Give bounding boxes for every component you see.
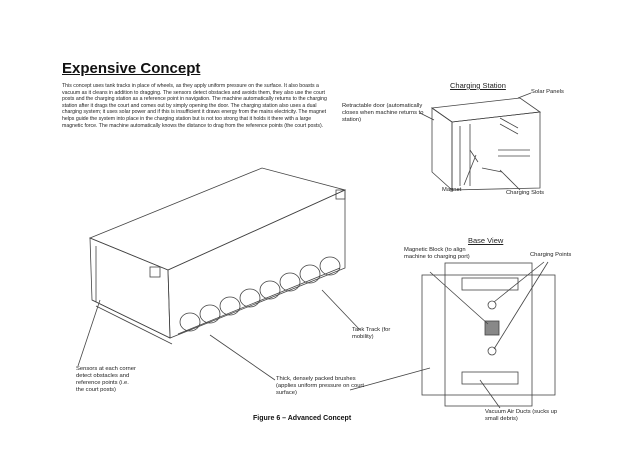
brushes-label: Thick, densely packed brushes (applies u… — [276, 376, 364, 396]
charging-station-heading: Charging Station — [450, 81, 506, 90]
charging-points-label: Charging Points — [530, 252, 572, 258]
concept-description: This concept uses tank tracks in place o… — [62, 83, 327, 129]
tank-track-label: Tank Track (for mobility) — [352, 327, 391, 340]
machine-sketch — [88, 167, 347, 345]
base-view-heading: Base View — [468, 236, 504, 245]
base-view-sketch — [421, 262, 556, 407]
charging-station-sketch — [430, 97, 542, 191]
figure-caption: Figure 6 – Advanced Concept — [253, 415, 352, 422]
charging-slots-label: Charging Slots — [506, 190, 545, 196]
magnet-label: Magnet — [442, 187, 462, 193]
retractable-door-label: Retractable door (automatically closes w… — [342, 103, 424, 123]
solar-panels-label: Solar Panels — [531, 89, 564, 95]
vacuum-ducts-label: Vacuum Air Ducts (sucks up small debris) — [485, 409, 558, 422]
page-title: Expensive Concept — [62, 60, 201, 77]
sensors-label: Sensors at each corner detect obstacles … — [76, 366, 136, 393]
magnetic-block-label: Magnetic Block (to align machine to char… — [404, 247, 470, 260]
